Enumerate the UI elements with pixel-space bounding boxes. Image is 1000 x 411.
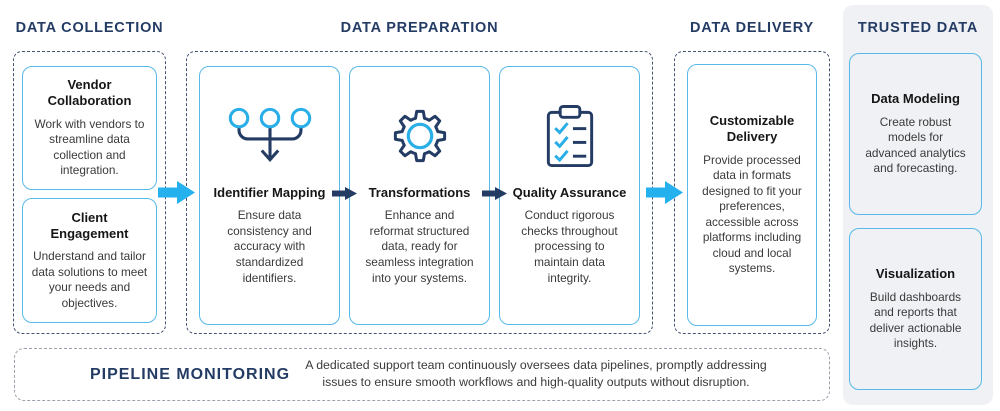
card-vendor-collaboration: Vendor Collaboration Work with vendors t… xyxy=(22,66,157,190)
flow-arrow-icon xyxy=(646,181,683,204)
card-data-modeling: Data Modeling Create robust models for a… xyxy=(849,53,982,215)
card-identifier-mapping: Identifier Mapping Ensure data consisten… xyxy=(199,66,340,325)
card-title: Transformations xyxy=(368,185,471,200)
pipeline-monitoring-description: A dedicated support team continuously ov… xyxy=(305,358,767,389)
gear-icon xyxy=(391,95,449,177)
flow-arrow-icon xyxy=(158,181,195,204)
card-title: Data Modeling xyxy=(871,91,960,107)
section-header-data-delivery: DATA DELIVERY xyxy=(690,20,814,36)
pipeline-monitoring-group xyxy=(14,348,830,401)
step-arrow-icon xyxy=(482,187,507,200)
card-visualization: Visualization Build dashboards and repor… xyxy=(849,228,982,390)
card-transformations: Transformations Enhance and reformat str… xyxy=(349,66,490,325)
card-body: Understand and tailor data solutions to … xyxy=(31,249,148,310)
card-body: Create robust models for advanced analyt… xyxy=(865,114,966,176)
card-title: Customizable Delivery xyxy=(709,113,795,145)
card-title: Visualization xyxy=(875,266,956,282)
checklist-clipboard-icon xyxy=(545,95,595,177)
trusted-data-panel xyxy=(843,5,993,405)
identifier-mapping-icon xyxy=(227,95,313,177)
card-quality-assurance: Quality Assurance Conduct rigorous check… xyxy=(499,66,640,325)
card-body: Provide processed data in formats design… xyxy=(702,152,802,276)
step-arrow-icon xyxy=(332,187,357,200)
card-body: Enhance and reformat structured data, re… xyxy=(365,208,474,285)
section-header-pipeline-monitoring: PIPELINE MONITORING xyxy=(89,366,291,383)
card-title: Identifier Mapping xyxy=(213,185,326,200)
card-title: Vendor Collaboration xyxy=(47,77,132,109)
card-body: Build dashboards and reports that delive… xyxy=(869,289,962,351)
card-title: Quality Assurance xyxy=(512,185,627,200)
card-body: Ensure data consistency and accuracy wit… xyxy=(227,208,312,285)
section-header-trusted-data: TRUSTED DATA xyxy=(857,20,979,36)
card-customizable-delivery: Customizable Delivery Provide processed … xyxy=(687,64,817,326)
section-header-data-collection: DATA COLLECTION xyxy=(15,20,164,36)
card-body: Conduct rigorous checks throughout proce… xyxy=(521,208,618,285)
card-title: Client Engagement xyxy=(50,209,129,241)
card-client-engagement: Client Engagement Understand and tailor … xyxy=(22,198,157,323)
card-body: Work with vendors to streamline data col… xyxy=(34,116,145,178)
section-header-data-preparation: DATA PREPARATION xyxy=(340,20,499,36)
